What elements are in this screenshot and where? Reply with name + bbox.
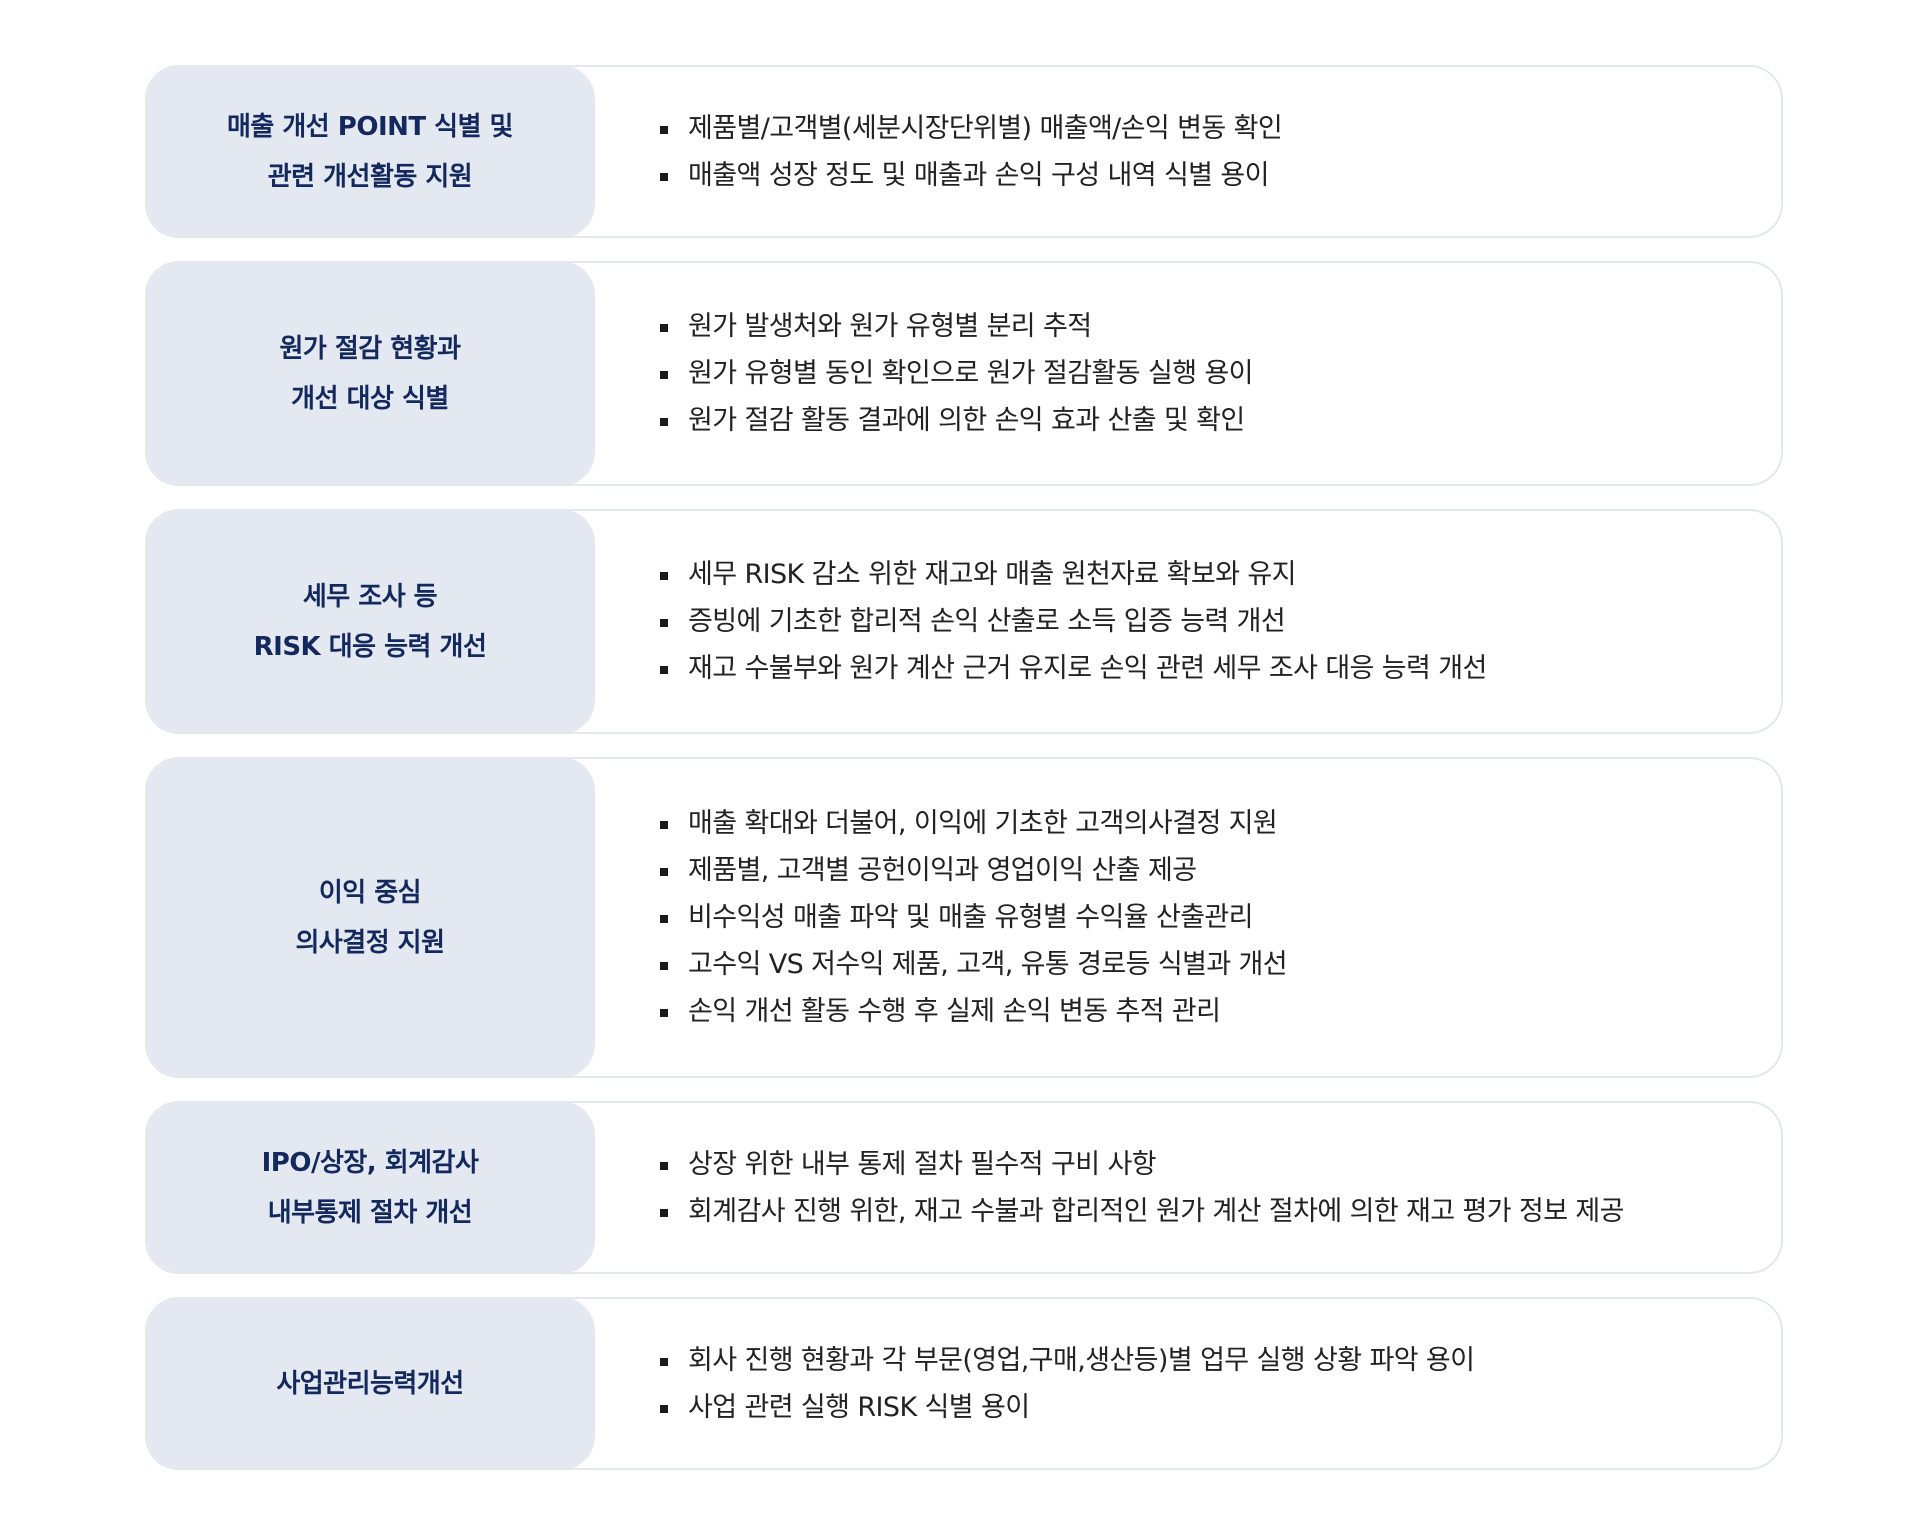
- feature-bullet-list: 매출 확대와 더불어, 이익에 기초한 고객의사결정 지원 제품별, 고객별 공…: [660, 759, 1761, 1076]
- feature-title-line: RISK 대응 능력 개선: [253, 631, 487, 662]
- feature-title-line: 관련 개선활동 지원: [267, 161, 473, 192]
- bullet-item: 비수익성 매출 파악 및 매출 유형별 수익율 산출관리: [660, 894, 1761, 941]
- bullet-item: 회계감사 진행 위한, 재고 수불과 합리적인 원가 계산 절차에 의한 재고 …: [660, 1188, 1761, 1235]
- feature-row: 세무 조사 등 RISK 대응 능력 개선 세무 RISK 감소 위한 재고와 …: [145, 509, 1783, 734]
- bullet-item: 재고 수불부와 원가 계산 근거 유지로 손익 관련 세무 조사 대응 능력 개…: [660, 645, 1761, 692]
- feature-title-line: 개선 대상 식별: [291, 383, 449, 414]
- feature-title: 세무 조사 등 RISK 대응 능력 개선: [254, 572, 487, 672]
- feature-title-line: 내부통제 절차 개선: [267, 1197, 473, 1228]
- feature-title-box: 사업관리능력개선: [147, 1299, 595, 1468]
- feature-title-box: 세무 조사 등 RISK 대응 능력 개선: [147, 511, 595, 732]
- feature-title: 매출 개선 POINT 식별 및 관련 개선활동 지원: [227, 102, 513, 202]
- bullet-item: 증빙에 기초한 합리적 손익 산출로 소득 입증 능력 개선: [660, 598, 1761, 645]
- bullet-item: 상장 위한 내부 통제 절차 필수적 구비 사항: [660, 1141, 1761, 1188]
- feature-title: 이익 중심 의사결정 지원: [295, 868, 445, 968]
- bullet-item: 제품별/고객별(세분시장단위별) 매출액/손익 변동 확인: [660, 105, 1761, 152]
- feature-bullet-list: 원가 발생처와 원가 유형별 분리 추적 원가 유형별 동인 확인으로 원가 절…: [660, 263, 1761, 484]
- bullet-item: 세무 RISK 감소 위한 재고와 매출 원천자료 확보와 유지: [660, 551, 1761, 598]
- feature-title-box: 이익 중심 의사결정 지원: [147, 759, 595, 1076]
- feature-row: 이익 중심 의사결정 지원 매출 확대와 더불어, 이익에 기초한 고객의사결정…: [145, 757, 1783, 1078]
- feature-title-line: 세무 조사 등: [302, 581, 438, 612]
- feature-title-box: 매출 개선 POINT 식별 및 관련 개선활동 지원: [147, 67, 595, 236]
- feature-row: 원가 절감 현황과 개선 대상 식별 원가 발생처와 원가 유형별 분리 추적 …: [145, 261, 1783, 486]
- bullet-item: 원가 절감 활동 결과에 의한 손익 효과 산출 및 확인: [660, 397, 1761, 444]
- feature-title: 원가 절감 현황과 개선 대상 식별: [279, 324, 461, 424]
- bullet-item: 매출액 성장 정도 및 매출과 손익 구성 내역 식별 용이: [660, 152, 1761, 199]
- feature-title-line: 사업관리능력개선: [276, 1368, 464, 1399]
- bullet-item: 제품별, 고객별 공헌이익과 영업이익 산출 제공: [660, 847, 1761, 894]
- feature-title-line: 매출 개선 POINT 식별 및: [227, 111, 513, 142]
- bullet-item: 매출 확대와 더불어, 이익에 기초한 고객의사결정 지원: [660, 800, 1761, 847]
- bullet-item: 고수익 VS 저수익 제품, 고객, 유통 경로등 식별과 개선: [660, 941, 1761, 988]
- bullet-item: 손익 개선 활동 수행 후 실제 손익 변동 추적 관리: [660, 988, 1761, 1035]
- feature-title-box: IPO/상장, 회계감사 내부통제 절차 개선: [147, 1103, 595, 1272]
- feature-title-line: 이익 중심: [318, 877, 422, 908]
- bullet-item: 원가 발생처와 원가 유형별 분리 추적: [660, 303, 1761, 350]
- feature-title-line: 원가 절감 현황과: [279, 333, 461, 364]
- feature-title-box: 원가 절감 현황과 개선 대상 식별: [147, 263, 595, 484]
- feature-title-line: 의사결정 지원: [295, 927, 445, 958]
- feature-row: IPO/상장, 회계감사 내부통제 절차 개선 상장 위한 내부 통제 절차 필…: [145, 1101, 1783, 1274]
- feature-bullet-list: 제품별/고객별(세분시장단위별) 매출액/손익 변동 확인 매출액 성장 정도 …: [660, 67, 1761, 236]
- bullet-item: 사업 관련 실행 RISK 식별 용이: [660, 1384, 1761, 1431]
- bullet-item: 회사 진행 현황과 각 부문(영업,구매,생산등)별 업무 실행 상황 파악 용…: [660, 1337, 1761, 1384]
- feature-row: 사업관리능력개선 회사 진행 현황과 각 부문(영업,구매,생산등)별 업무 실…: [145, 1297, 1783, 1470]
- feature-title: 사업관리능력개선: [276, 1359, 464, 1409]
- feature-title-line: IPO/상장, 회계감사: [261, 1147, 479, 1178]
- feature-title: IPO/상장, 회계감사 내부통제 절차 개선: [262, 1138, 479, 1238]
- feature-bullet-list: 세무 RISK 감소 위한 재고와 매출 원천자료 확보와 유지 증빙에 기초한…: [660, 511, 1761, 732]
- feature-bullet-list: 회사 진행 현황과 각 부문(영업,구매,생산등)별 업무 실행 상황 파악 용…: [660, 1299, 1761, 1468]
- feature-row: 매출 개선 POINT 식별 및 관련 개선활동 지원 제품별/고객별(세분시장…: [145, 65, 1783, 238]
- bullet-item: 원가 유형별 동인 확인으로 원가 절감활동 실행 용이: [660, 350, 1761, 397]
- feature-bullet-list: 상장 위한 내부 통제 절차 필수적 구비 사항 회계감사 진행 위한, 재고 …: [660, 1103, 1761, 1272]
